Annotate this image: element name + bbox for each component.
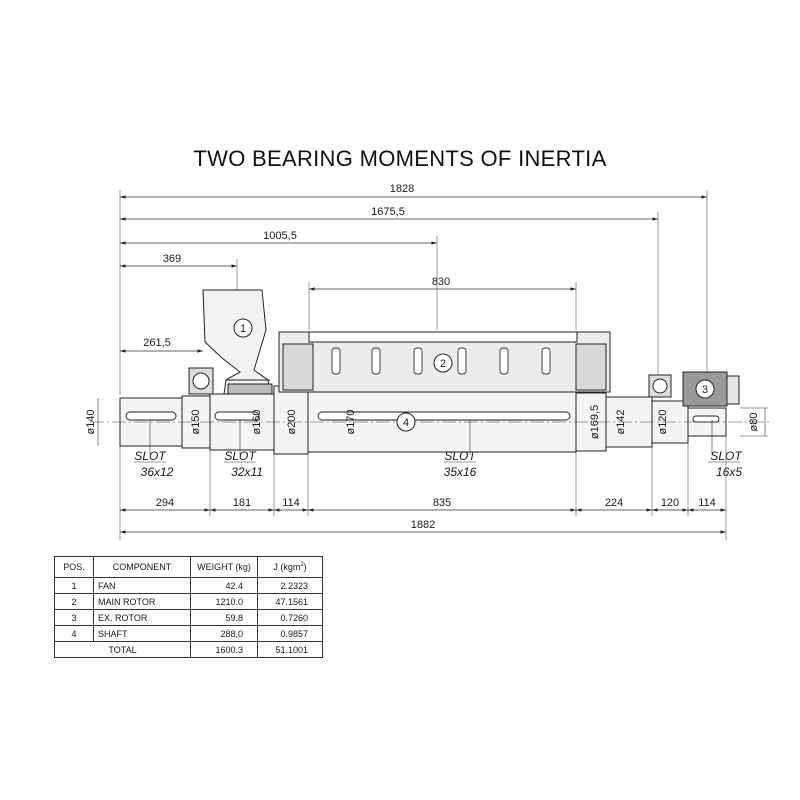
slot-label-2: SLOT — [224, 449, 257, 463]
dim-114-b: 114 — [698, 497, 716, 509]
components-table: POS. COMPONENT WEIGHT (kg) J (kgm2) 1 FA… — [54, 556, 323, 658]
dim-224: 224 — [605, 497, 623, 509]
table-header-row: POS. COMPONENT WEIGHT (kg) J (kgm2) — [54, 556, 323, 578]
dim-830: 830 — [432, 276, 450, 288]
balloon-1: 1 — [240, 323, 246, 335]
bearing-left — [188, 367, 214, 395]
slot-label-4: SLOT — [710, 449, 743, 463]
dia-142: ø142 — [615, 409, 627, 434]
dia-160: ø160 — [251, 409, 263, 434]
dia-120: ø120 — [657, 409, 669, 434]
col-j: J (kgm2) — [257, 556, 323, 578]
dim-181: 181 — [233, 497, 251, 509]
dim-1675-5: 1675,5 — [371, 206, 405, 218]
bottom-dimension-lines — [120, 508, 726, 534]
dim-1005-5: 1005,5 — [263, 230, 297, 242]
dim-835: 835 — [433, 497, 451, 509]
fan — [202, 289, 273, 395]
dim-261-5: 261,5 — [143, 337, 171, 349]
dia-140: ø140 — [85, 409, 97, 434]
drawing-title: TWO BEARING MOMENTS OF INERTIA — [193, 146, 607, 171]
dia-170: ø170 — [345, 409, 357, 434]
slot-size-3: 35x16 — [444, 465, 477, 479]
bearing-right — [648, 374, 672, 398]
exciter-rotor — [682, 371, 740, 407]
dia-200: ø200 — [286, 409, 298, 434]
table-total-row: TOTAL 1600.3 51.1001 — [54, 641, 323, 658]
top-dimension-lines — [120, 195, 707, 353]
col-weight: WEIGHT (kg) — [190, 556, 258, 578]
dia-80: ø80 — [748, 413, 760, 432]
dim-369: 369 — [163, 253, 181, 265]
col-pos: POS. — [54, 556, 94, 578]
balloon-3: 3 — [702, 384, 708, 396]
dim-1828: 1828 — [390, 183, 414, 195]
table-row: 4 SHAFT 288.0 0.9857 — [54, 625, 323, 642]
col-component: COMPONENT — [93, 556, 191, 578]
table-row: 1 FAN 42.4 2.2323 — [54, 577, 323, 594]
dia-150: ø150 — [190, 409, 202, 434]
table-row: 2 MAIN ROTOR 1210.0 47.1561 — [54, 593, 323, 610]
dia-169-5: ø169,5 — [589, 405, 601, 439]
dim-294: 294 — [156, 497, 174, 509]
dim-114-a: 114 — [282, 497, 300, 509]
slot-size-1: 36x12 — [141, 465, 174, 479]
dim-1882: 1882 — [411, 519, 435, 531]
slot-size-4: 16x5 — [716, 465, 742, 479]
slot-label-1: SLOT — [134, 449, 167, 463]
dim-120: 120 — [661, 497, 679, 509]
balloon-4: 4 — [403, 417, 409, 429]
slot-size-2: 32x11 — [231, 465, 263, 479]
slot-label-3: SLOT — [444, 449, 477, 463]
balloon-2: 2 — [440, 358, 446, 370]
table-row: 3 EX. ROTOR 59.8 0.7260 — [54, 609, 323, 626]
